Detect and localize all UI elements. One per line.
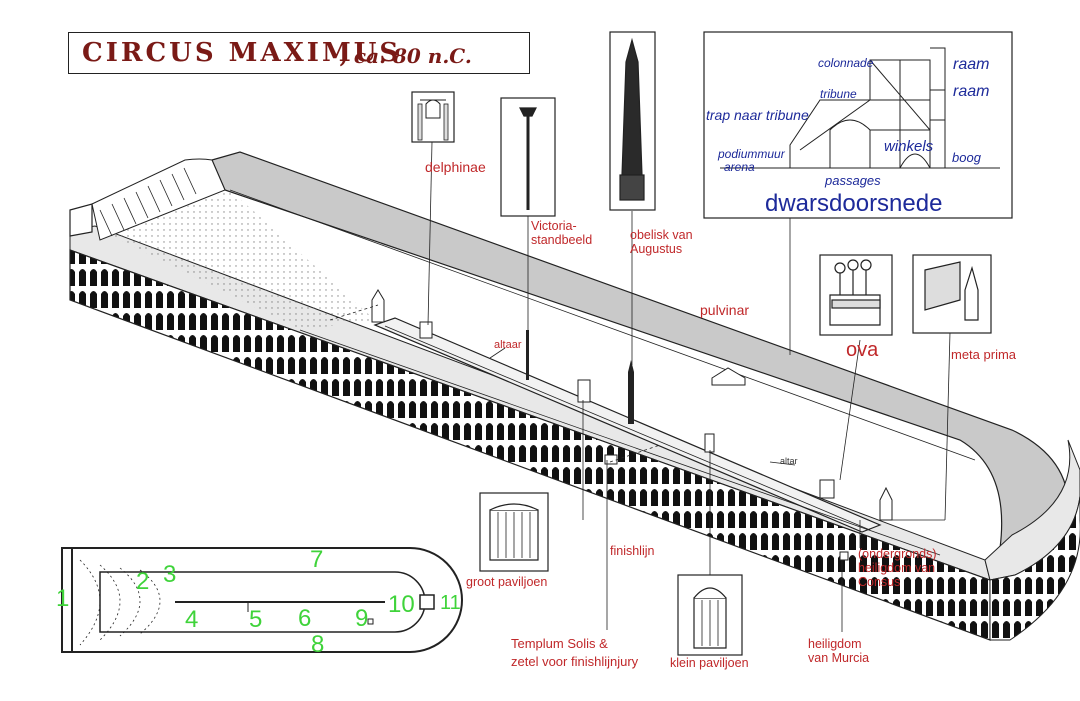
leader-lines	[329, 141, 951, 632]
label-ondergronds-2: heiligdom van	[858, 561, 936, 575]
label-altar: altar	[780, 456, 798, 466]
label-obelisk-1: obelisk van	[630, 228, 693, 242]
label-winkels: winkels	[884, 138, 934, 155]
arena-sand	[110, 190, 375, 330]
plan-number-9: 9	[355, 605, 369, 632]
plan-number-2: 2	[136, 568, 150, 595]
label-templum-2: zetel voor finishlijnjury	[511, 654, 639, 669]
murcia-shrine	[839, 551, 849, 561]
carceres-stand	[91, 158, 226, 241]
meta-prima-model	[879, 486, 893, 521]
label-tribune: tribune	[820, 87, 857, 101]
carceres-end	[69, 203, 93, 237]
plan-number-6: 6	[298, 605, 312, 632]
label-ondergronds-3: Consus	[858, 575, 901, 589]
label-groot-paviljoen: groot paviljoen	[466, 575, 548, 589]
cross-section-title: dwarsdoorsnede	[765, 190, 943, 217]
groot-paviljoen-model	[577, 379, 591, 403]
label-meta-prima: meta prima	[951, 347, 1017, 362]
plan-number-3: 3	[163, 561, 177, 588]
pulvinar-model	[711, 367, 746, 386]
plan-number-10: 10	[388, 591, 415, 618]
label-raam-1: raam	[953, 56, 990, 73]
spina	[373, 317, 882, 533]
meta-secunda-model	[371, 289, 385, 323]
plan-number-1: 1	[56, 585, 70, 612]
ova-model	[819, 479, 835, 499]
label-trap-naar-tribune: trap naar tribune	[706, 107, 809, 123]
circus-structure	[69, 151, 1080, 641]
label-klein-paviljoen: klein paviljoen	[670, 656, 749, 670]
diagram-title: CIRCUS MAXIMUS	[82, 38, 402, 68]
label-murcia-1: heiligdom	[808, 637, 862, 651]
spina-monuments	[371, 289, 893, 561]
label-ondergronds-1: (ondergronds)	[858, 547, 937, 561]
diagram-title-date: , ca. 80 n.C.	[340, 44, 472, 68]
obelisk	[628, 372, 634, 424]
cross-section-box	[703, 31, 1013, 219]
plan-number-7: 7	[310, 546, 324, 573]
label-pulvinar: pulvinar	[700, 302, 750, 318]
label-passages: passages	[825, 173, 881, 188]
site-plan	[61, 547, 463, 653]
label-templum-1: Templum Solis &	[511, 636, 608, 651]
label-colonnade: colonnade	[818, 56, 874, 70]
label-raam-2: raam	[953, 83, 990, 100]
label-finishlijn: finishlijn	[610, 544, 655, 558]
victoria-column	[526, 330, 529, 380]
label-victoria-1: Victoria-	[531, 219, 577, 233]
label-delphinae: delphinae	[425, 159, 486, 175]
plan-number-11: 11	[440, 592, 461, 614]
plan-number-8: 8	[311, 631, 325, 658]
label-ova: ova	[846, 339, 879, 361]
label-arena: arena	[724, 160, 755, 174]
label-obelisk-2: Augustus	[630, 242, 683, 256]
label-murcia-2: van Murcia	[808, 651, 870, 665]
label-boog: boog	[952, 150, 981, 165]
label-podiummuur: podiummuur	[718, 147, 785, 161]
title-box	[68, 32, 530, 74]
plan-number-4: 4	[185, 606, 199, 633]
klein-paviljoen-model	[704, 433, 715, 453]
curved-end-arcade	[989, 470, 1080, 641]
delphinae-model	[419, 321, 433, 339]
detail-insets	[411, 31, 992, 656]
plan-number-5: 5	[249, 606, 263, 633]
label-victoria-2: standbeeld	[531, 233, 593, 247]
label-altaar: altaar	[494, 339, 522, 351]
